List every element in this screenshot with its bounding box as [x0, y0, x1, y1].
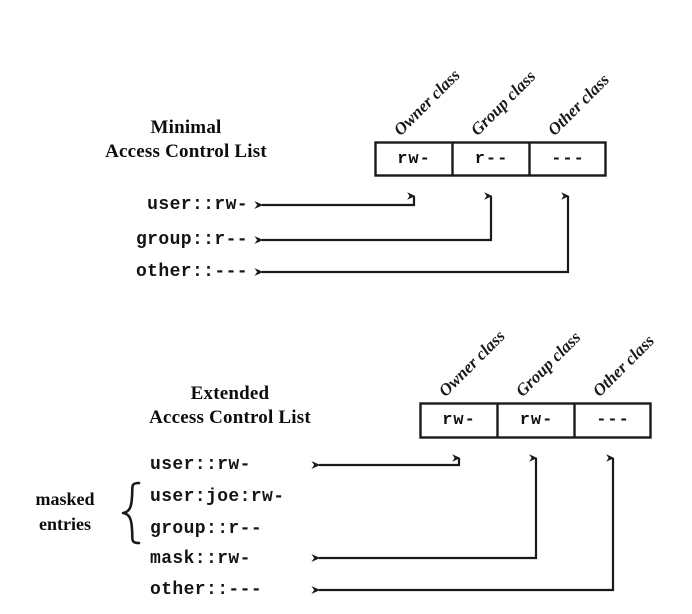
connector-minimal-group: [254, 192, 493, 244]
extended-acl-title-line1: Extended: [190, 383, 270, 404]
masked-entries-label-line2: entries: [39, 514, 91, 534]
connector-minimal-user: [254, 192, 416, 209]
minimal-acl-entry-group: group::r--: [135, 230, 248, 250]
extended-acl-title-line2: Access Control List: [149, 407, 311, 428]
minimal-acl-entry-user: user::rw-: [147, 195, 248, 215]
extended-acl-entry-group: group::r--: [150, 519, 263, 539]
masked-entries-label-line1: masked: [35, 489, 95, 509]
extended-acl-entry-mask: mask::rw-: [150, 549, 251, 569]
minimal-acl-title-line2: Access Control List: [105, 141, 267, 162]
extended-acl-entry-user: user::rw-: [150, 455, 251, 475]
minimal-perm-cell-group: r--: [474, 149, 509, 169]
connector-extended-other: [311, 454, 615, 594]
connector-extended-user: [311, 454, 461, 469]
extended-perm-cell-other: ---: [596, 411, 630, 430]
extended-perm-cell-owner: rw-: [442, 411, 476, 430]
connector-extended-mask: [311, 454, 538, 562]
extended-acl-entry-other: other::---: [150, 580, 263, 600]
extended-perm-cell-group: rw-: [519, 411, 554, 430]
masked-entries-brace: [121, 481, 141, 545]
extended-permission-box-group: [419, 402, 652, 439]
minimal-perm-cell-owner: rw-: [397, 149, 431, 169]
minimal-perm-cell-other: ---: [551, 149, 585, 169]
extended-acl-entry-user-joe: user:joe:rw-: [150, 487, 285, 507]
connector-minimal-other: [254, 192, 570, 276]
minimal-permission-box-group: [374, 141, 607, 177]
minimal-acl-entry-other: other::---: [135, 262, 248, 282]
minimal-acl-title-line1: Minimal: [150, 117, 222, 138]
